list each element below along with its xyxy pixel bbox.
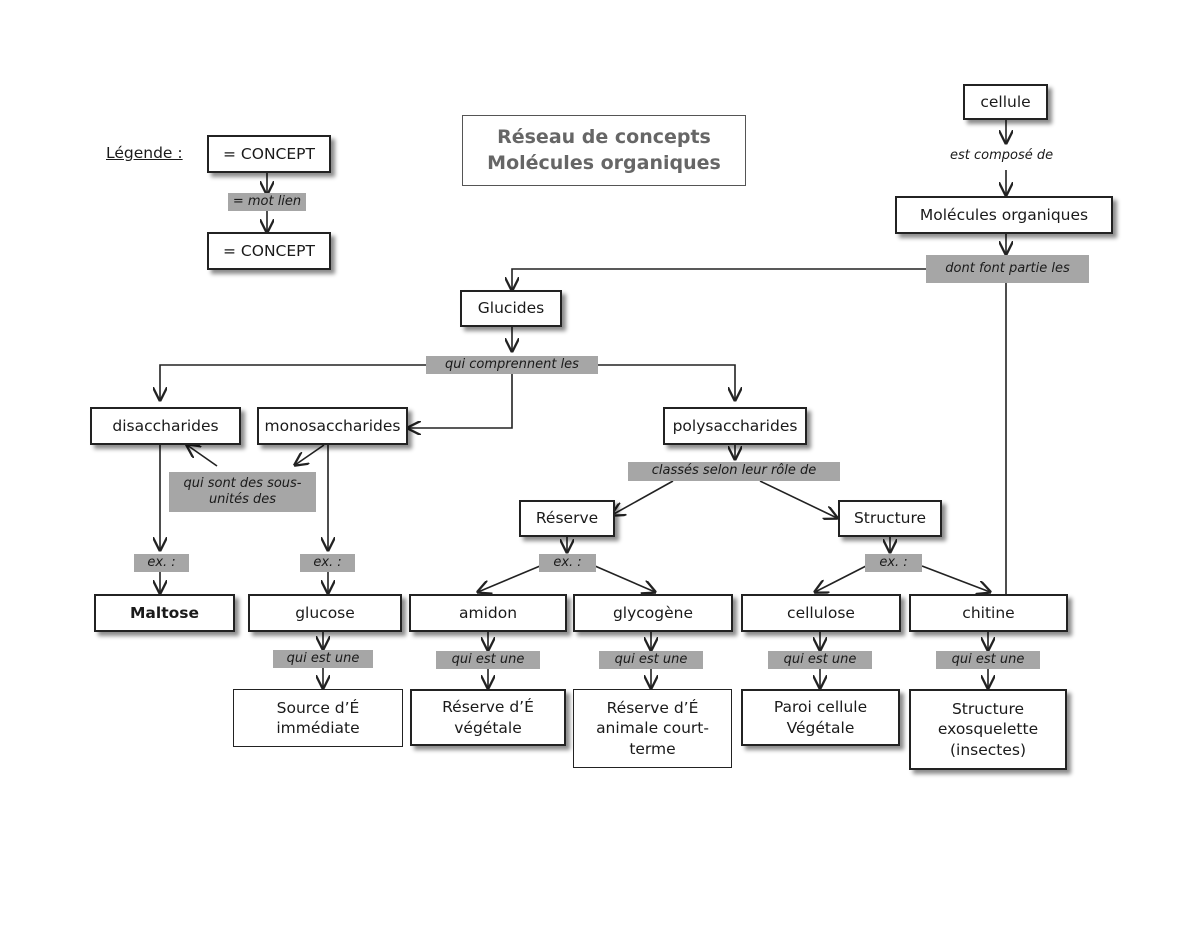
link-qui-comprennent: qui comprennent les [426,356,598,374]
arrow-to-disaccharides-subunit [187,445,218,467]
arrow-qui-sont [295,444,325,465]
arrow-to-amidon [478,565,541,592]
link-ex-maltose: ex. : [134,554,189,572]
link-qui-est-une-chitine: qui est une [936,651,1040,669]
link-qui-sont-sous-unites: qui sont des sous-unités des [169,472,316,512]
legend-concept-box: = CONCEPT [207,135,331,173]
node-polysaccharides: polysaccharides [663,407,807,445]
diagram-title: Réseau de concepts Molécules organiques [462,115,746,186]
arrow-to-disaccharides [160,364,426,400]
link-qui-est-une-amidon: qui est une [436,651,540,669]
legend-label: Légende : [106,144,183,162]
link-qui-est-une-glucose: qui est une [273,650,373,668]
link-ex-glucose: ex. : [300,554,355,572]
title-line-1: Réseau de concepts [497,125,711,148]
node-reserve-animale: Réserve d’É animale court-terme [573,689,732,768]
node-source-energie: Source d’É immédiate [233,689,403,747]
node-disaccharides: disaccharides [90,407,241,445]
node-cellulose: cellulose [741,594,901,632]
node-structure-exosquelette: Structure exosquelette (insectes) [909,689,1067,770]
legend-concept-box-2: = CONCEPT [207,232,331,270]
arrow-to-glucides [512,268,926,290]
node-chitine: chitine [909,594,1068,632]
arrow-to-polysaccharides [598,364,735,400]
arrow-to-structure [759,480,837,518]
arrow-to-cellulose [815,565,867,592]
node-amidon: amidon [409,594,567,632]
node-paroi-cellule: Paroi cellule Végétale [741,689,900,746]
link-qui-est-une-glycogene: qui est une [599,651,703,669]
node-maltose: Maltose [94,594,235,632]
link-ex-reserve: ex. : [539,554,596,572]
arrow-to-glycogene [594,565,655,592]
node-structure: Structure [838,500,942,537]
node-glucides: Glucides [460,290,562,327]
arrow-to-chitine [921,565,990,592]
node-glycogene: glycogène [573,594,733,632]
node-glucose: glucose [248,594,402,632]
arrow-to-reserve [612,480,674,515]
node-molecules-organiques: Molécules organiques [895,196,1113,234]
title-line-2: Molécules organiques [487,151,721,174]
node-monosaccharides: monosaccharides [257,407,408,445]
node-reserve-vegetale: Réserve d’É végétale [410,689,566,746]
link-est-compose: est composé de [950,148,1054,163]
legend-link-label: = mot lien [228,193,306,211]
link-qui-est-une-cellulose: qui est une [768,651,872,669]
arrow-to-monosaccharides [408,374,513,428]
link-ex-structure: ex. : [865,554,922,572]
node-reserve: Réserve [519,500,615,537]
link-dont-font-partie: dont font partie les [926,255,1089,283]
node-cellule: cellule [963,84,1048,120]
link-classes-selon: classés selon leur rôle de [628,462,840,481]
